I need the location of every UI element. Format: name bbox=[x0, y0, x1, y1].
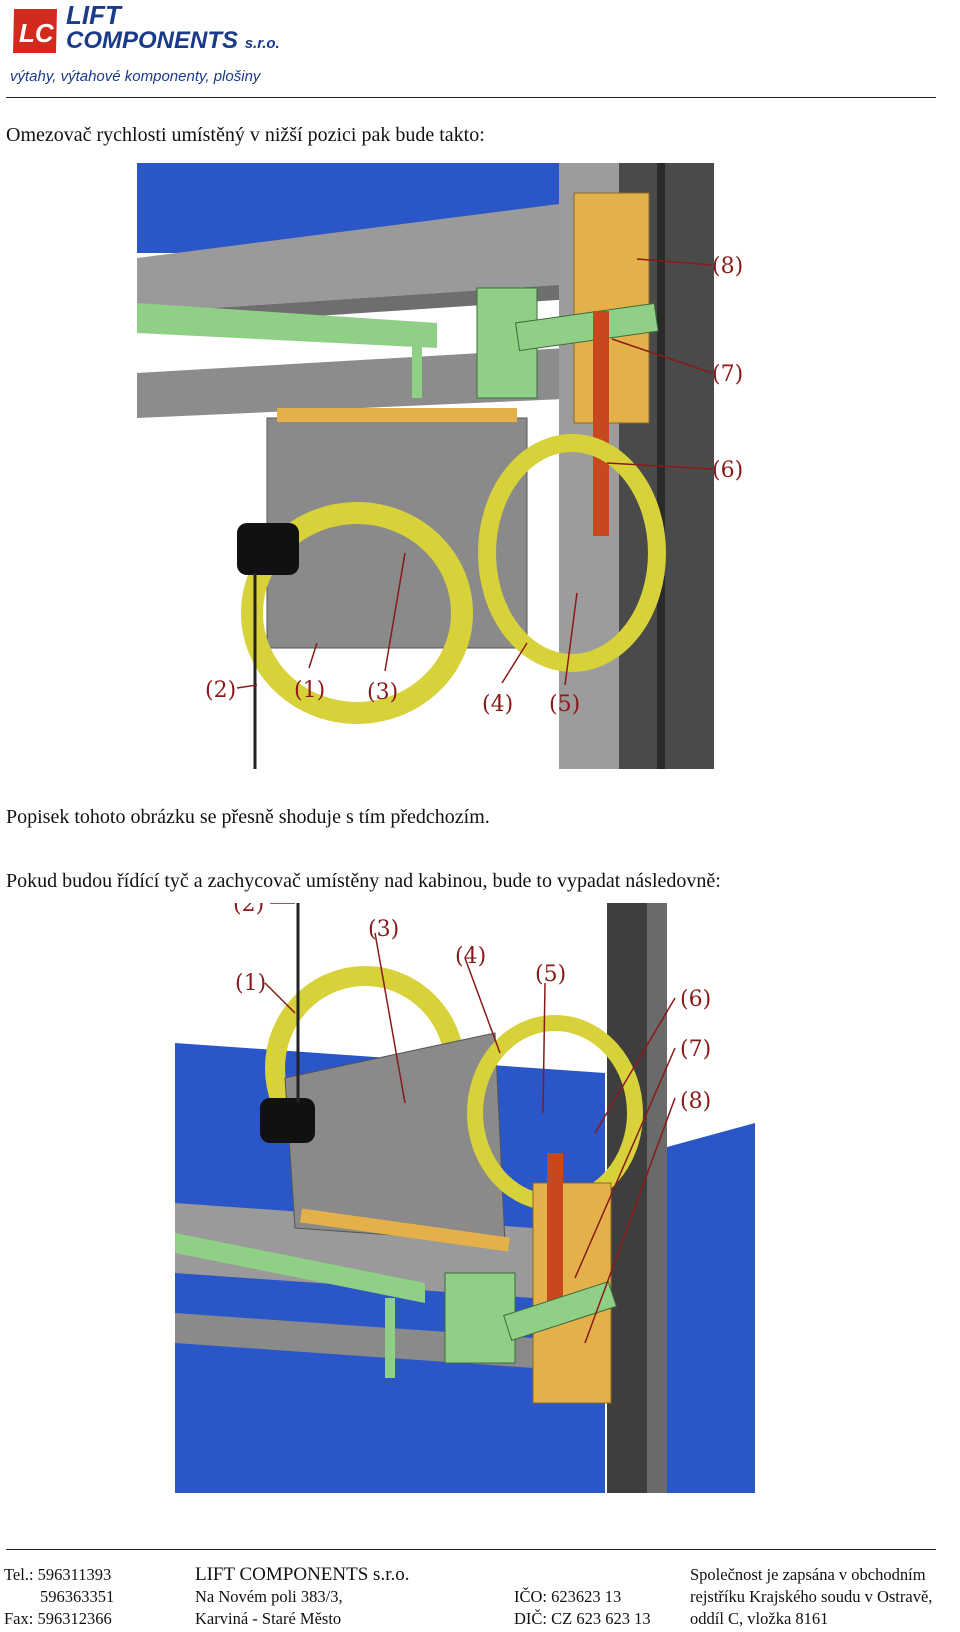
paragraph-caption-note: Popisek tohoto obrázku se přesně shoduje… bbox=[6, 806, 490, 828]
footer-address-street: Na Novém poli 383/3, bbox=[195, 1587, 343, 1606]
footer-phone-2: 596363351 bbox=[40, 1587, 115, 1606]
fig1-label-8: (8) bbox=[712, 254, 743, 279]
footer-contact: Tel.: 596311393 596363351 Fax: 596312366 bbox=[4, 1564, 114, 1630]
page-header: LC LIFT COMPONENTS s.r.o. výtahy, výtaho… bbox=[0, 0, 960, 100]
figure-upper-governor: (1) (2) (3) (4) (5) (6) (7) (8) bbox=[175, 903, 755, 1493]
footer-address: LIFT COMPONENTS s.r.o. Na Novém poli 383… bbox=[195, 1564, 409, 1630]
fig2-label-3: (3) bbox=[368, 917, 399, 942]
fig1-label-1: (1) bbox=[294, 678, 325, 703]
footer-address-city: Karviná - Staré Město bbox=[195, 1609, 342, 1628]
logo-suffix: s.r.o. bbox=[244, 35, 280, 52]
footer-phone: Tel.: 596311393 bbox=[4, 1565, 112, 1584]
logo-line-components: COMPONENTS s.r.o. bbox=[66, 29, 280, 53]
logo-tagline: výtahy, výtahové komponenty, plošiny bbox=[10, 68, 261, 85]
logo-company-name: LIFT COMPONENTS s.r.o. bbox=[66, 2, 280, 53]
footer-dic: DIČ: CZ 623 623 13 bbox=[514, 1609, 651, 1628]
fig2-label-4: (4) bbox=[455, 944, 486, 969]
fig1-label-2: (2) bbox=[205, 678, 236, 703]
paragraph-intro: Omezovač rychlosti umístěný v nižší pozi… bbox=[6, 124, 485, 146]
fig2-label-1: (1) bbox=[235, 971, 266, 996]
footer-registry: Společnost je zapsána v obchodním rejstř… bbox=[690, 1564, 932, 1630]
footer-fax: Fax: 596312366 bbox=[4, 1609, 112, 1628]
fig2-label-7: (7) bbox=[680, 1037, 711, 1062]
fig2-label-5: (5) bbox=[535, 962, 566, 987]
logo-components-text: COMPONENTS bbox=[66, 27, 239, 54]
header-divider bbox=[6, 97, 936, 98]
footer-company-name: LIFT COMPONENTS s.r.o. bbox=[195, 1564, 410, 1585]
company-logo: LC bbox=[10, 6, 60, 56]
fig1-label-4: (4) bbox=[482, 692, 513, 717]
logo-line-lift: LIFT bbox=[66, 0, 121, 30]
fig2-label-2: (2) bbox=[233, 903, 264, 917]
footer-ids: IČO: 623623 13 DIČ: CZ 623 623 13 bbox=[514, 1586, 651, 1630]
fig2-label-6: (6) bbox=[680, 987, 711, 1012]
footer-ico: IČO: 623623 13 bbox=[514, 1587, 622, 1606]
fig1-label-3: (3) bbox=[367, 680, 398, 705]
logo-initials: LC bbox=[19, 18, 55, 48]
footer-divider bbox=[6, 1549, 936, 1550]
footer-registry-1: Společnost je zapsána v obchodním bbox=[690, 1565, 926, 1584]
fig2-label-8: (8) bbox=[680, 1089, 711, 1114]
fig1-label-6: (6) bbox=[712, 458, 743, 483]
fig1-label-5: (5) bbox=[549, 692, 580, 717]
figure-lower-governor: (1) (2) (3) (4) (5) (6) (7) (8) bbox=[137, 163, 787, 769]
footer-registry-3: oddíl C, vložka 8161 bbox=[690, 1609, 829, 1628]
fig1-label-7: (7) bbox=[712, 362, 743, 387]
footer-registry-2: rejstříku Krajského soudu v Ostravě, bbox=[690, 1587, 933, 1606]
paragraph-upper-position: Pokud budou řídící tyč a zachycovač umís… bbox=[6, 870, 721, 892]
